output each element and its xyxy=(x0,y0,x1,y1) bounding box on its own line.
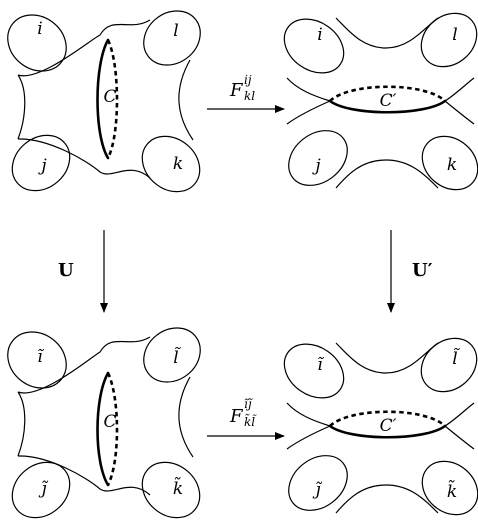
leg-label-i: i xyxy=(37,19,42,39)
leg-ellipse-j-tilde xyxy=(11,461,71,519)
surface-top-right: i l j k C′ xyxy=(283,12,478,191)
leg-label-l: l xyxy=(173,21,178,41)
leg-label-k-tilde: k̃ xyxy=(173,477,183,499)
leg-ellipse-k-tilde xyxy=(141,461,201,519)
arrow-left: U xyxy=(58,230,108,313)
leg-label-j: j xyxy=(311,156,321,176)
curve-label: C xyxy=(103,87,116,107)
leg-ellipse-k xyxy=(141,135,201,193)
curve-solid xyxy=(328,99,447,114)
arrow-right: U′ xyxy=(387,230,433,313)
surface-bottom-right: ĩ l̃ j̃ k̃ C′ xyxy=(283,337,478,516)
arrow-left-label: U xyxy=(58,260,74,281)
arrow-bottom-subscript: k̃l̃ xyxy=(244,413,257,429)
leg-ellipse-k-tilde xyxy=(421,460,478,516)
leg-ellipse-l xyxy=(420,12,478,68)
arrow-bottom-superscript: ĩj̃ xyxy=(244,397,253,411)
leg-ellipse-l-tilde xyxy=(143,327,201,383)
curve-label: C′ xyxy=(380,91,397,111)
arrow-top-superscript: ij xyxy=(244,73,252,87)
leg-label-i: i xyxy=(317,25,322,45)
leg-label-j-tilde: j̃ xyxy=(312,480,322,500)
leg-ellipse-k xyxy=(421,135,478,191)
leg-ellipse-j xyxy=(11,134,71,192)
leg-label-l: l xyxy=(452,25,457,45)
leg-label-l-tilde: l̃ xyxy=(173,347,182,368)
leg-ellipse-j xyxy=(288,130,348,186)
curve-label: C′ xyxy=(380,416,397,436)
curve-label: C xyxy=(103,412,116,432)
arrow-top: F ij kl xyxy=(207,73,285,113)
leg-ellipse-l-tilde xyxy=(420,337,478,393)
leg-label-i-tilde: ĩ xyxy=(317,355,324,375)
curve-dashed xyxy=(329,410,446,428)
leg-ellipse-i xyxy=(283,18,345,74)
surface-boundary xyxy=(286,17,475,189)
curve-solid xyxy=(96,38,110,160)
surface-top-left: i l j k C xyxy=(7,10,201,193)
curve-solid xyxy=(96,371,110,487)
leg-ellipse-i xyxy=(7,14,67,72)
surface-bottom-left: ĩ l̃ j̃ k̃ C xyxy=(7,327,201,519)
arrow-top-subscript: kl xyxy=(244,89,255,103)
curve-dashed xyxy=(106,39,119,159)
leg-label-k: k xyxy=(173,154,183,174)
leg-ellipse-l xyxy=(143,10,201,66)
surface-boundary xyxy=(17,336,194,496)
curve-dashed xyxy=(106,372,119,486)
leg-label-j-tilde: j̃ xyxy=(38,479,48,499)
leg-ellipse-i-tilde xyxy=(283,343,345,399)
leg-label-k: k xyxy=(447,155,457,175)
surface-boundary xyxy=(17,19,194,179)
leg-label-j: j xyxy=(37,156,47,176)
leg-label-i-tilde: ĩ xyxy=(37,347,44,367)
curve-solid xyxy=(328,424,447,439)
arrow-right-label: U′ xyxy=(412,260,433,281)
leg-label-l-tilde: l̃ xyxy=(452,348,461,369)
curve-dashed xyxy=(329,85,446,103)
arrow-bottom: F ĩj̃ k̃l̃ xyxy=(207,397,285,440)
leg-ellipse-j-tilde xyxy=(288,455,348,511)
arrow-top-label: F xyxy=(229,80,244,101)
leg-label-k-tilde: k̃ xyxy=(447,480,457,502)
leg-ellipse-i-tilde xyxy=(7,331,67,389)
arrow-bottom-label: F xyxy=(229,406,244,427)
surface-boundary xyxy=(286,342,475,514)
